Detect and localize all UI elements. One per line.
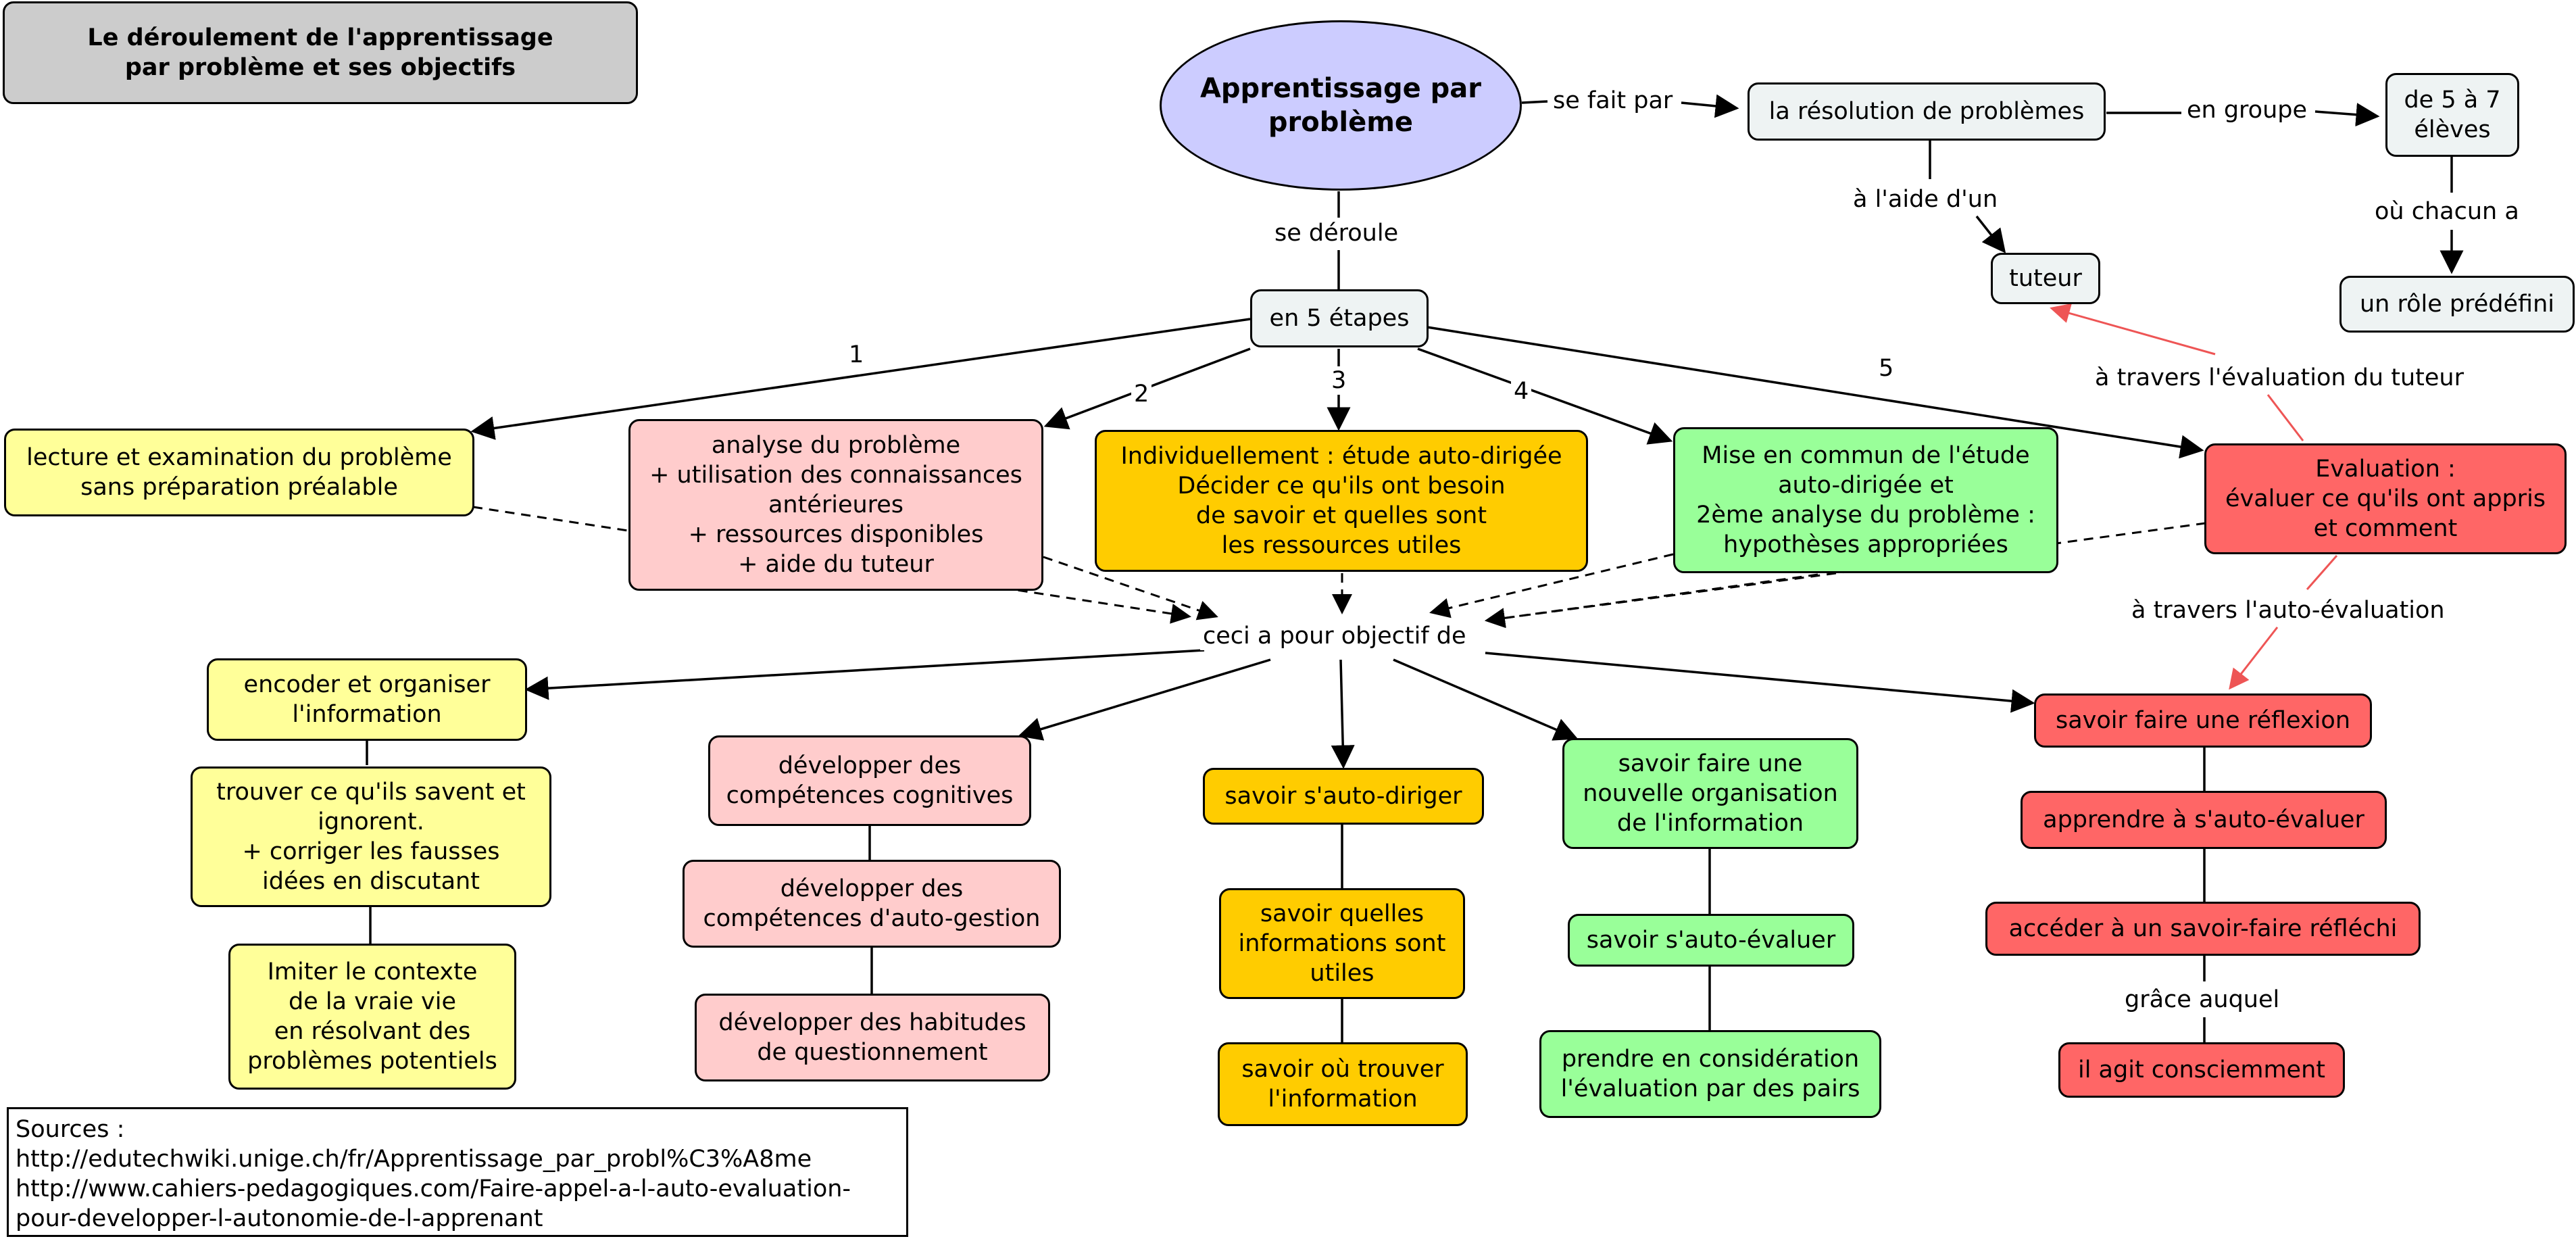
link-aide-b	[1975, 215, 2006, 253]
step-5-box: Evaluation : évaluer ce qu'ils ont appri…	[2204, 443, 2567, 554]
objective-hub-label: ceci a pour objectif de	[1200, 622, 1469, 650]
objective-reflection-box: savoir faire une réflexion	[2034, 694, 2372, 748]
stages-box: en 5 étapes	[1250, 289, 1429, 347]
link-hub-o3	[1331, 659, 1355, 769]
objective-self-direct-box: savoir s'auto-diriger	[1203, 768, 1484, 825]
step-2-box: analyse du problème + utilisation des co…	[628, 419, 1043, 591]
objective-know-how-box: accéder à un savoir-faire réfléchi	[1985, 902, 2421, 956]
link-eval-tuteur-b	[2050, 303, 2216, 356]
objective-self-management-box: développer des compétences d'auto-gestio…	[683, 860, 1061, 948]
link-label-step-1: 1	[846, 341, 867, 369]
link-step5	[1427, 326, 2204, 459]
link-step1	[470, 318, 1251, 440]
link-label-step-4: 4	[1511, 377, 1532, 406]
link-hub-o4	[1393, 658, 1579, 741]
link-label-se-fait-par: se fait par	[1550, 87, 1676, 115]
objective-cognitive-box: développer des compétences cognitives	[708, 735, 1031, 826]
link-label-en-groupe: en groupe	[2184, 96, 2310, 124]
role-box: un rôle prédéfini	[2339, 276, 2575, 333]
link-label-se-deroule: se déroule	[1272, 219, 1402, 247]
link-label-eval-tuteur: à travers l'évaluation du tuteur	[2092, 364, 2467, 392]
map-title: Le déroulement de l'apprentissage par pr…	[3, 1, 638, 104]
link-label-step-2: 2	[1131, 380, 1152, 408]
link-hub-o2	[1018, 658, 1271, 741]
link-auto-eval-a	[2306, 555, 2338, 590]
link-label-step-3: 3	[1329, 366, 1349, 395]
link-label-a-laide: à l'aide d'un	[1850, 185, 2001, 214]
objective-acts-consciously-box: il agit consciemment	[2058, 1042, 2345, 1098]
objective-peer-evaluation-box: prendre en considération l'évaluation pa…	[1539, 1030, 1881, 1118]
step-3-box: Individuellement : étude auto-dirigée Dé…	[1095, 430, 1588, 572]
objective-self-evaluate-box: savoir s'auto-évaluer	[1568, 914, 1854, 967]
main-concept-ellipse: Apprentissage par problème	[1160, 20, 1522, 191]
objective-find-info-box: savoir où trouver l'information	[1218, 1042, 1468, 1126]
sources-box: Sources : http://edutechwiki.unige.ch/fr…	[7, 1107, 908, 1237]
objective-questioning-box: développer des habitudes de questionneme…	[695, 994, 1050, 1081]
link-dashed-s2	[1043, 556, 1218, 620]
objective-find-knowledge-box: trouver ce qu'ils savent et ignorent. + …	[191, 766, 551, 907]
step-1-box: lecture et examination du problème sans …	[4, 429, 474, 516]
objective-learn-self-evaluate-box: apprendre à s'auto-évaluer	[2021, 791, 2387, 849]
link-se-fait-par-arrow	[1681, 94, 1739, 118]
link-dashed-s4a	[1429, 553, 1674, 618]
link-se-fait-par	[1521, 100, 1548, 104]
link-label-auto-eval: à travers l'auto-évaluation	[2129, 596, 2448, 625]
resolution-box: la résolution de problèmes	[1748, 82, 2106, 141]
objective-encode-box: encoder et organiser l'information	[207, 658, 527, 741]
link-auto-eval-b	[2229, 627, 2279, 690]
objective-useful-info-box: savoir quelles informations sont utiles	[1219, 888, 1465, 999]
link-label-step-5: 5	[1876, 354, 1897, 383]
link-step4	[1417, 347, 1673, 445]
link-label-ou-chacun: où chacun a	[2372, 197, 2522, 226]
objective-imitate-box: Imiter le contexte de la vraie vie en ré…	[228, 944, 516, 1090]
link-hub-o1	[524, 649, 1205, 700]
link-en-groupe-b	[2314, 103, 2380, 127]
tutor-box: tuteur	[1991, 253, 2100, 304]
step-4-box: Mise en commun de l'étude auto-dirigée e…	[1673, 427, 2058, 573]
link-eval-tuteur-a	[2267, 394, 2304, 441]
link-hub-o5	[1485, 652, 2035, 713]
objective-new-organisation-box: savoir faire une nouvelle organisation d…	[1562, 738, 1858, 849]
group-size-box: de 5 à 7 élèves	[2385, 73, 2519, 157]
link-label-grace: grâce auquel	[2122, 986, 2283, 1014]
